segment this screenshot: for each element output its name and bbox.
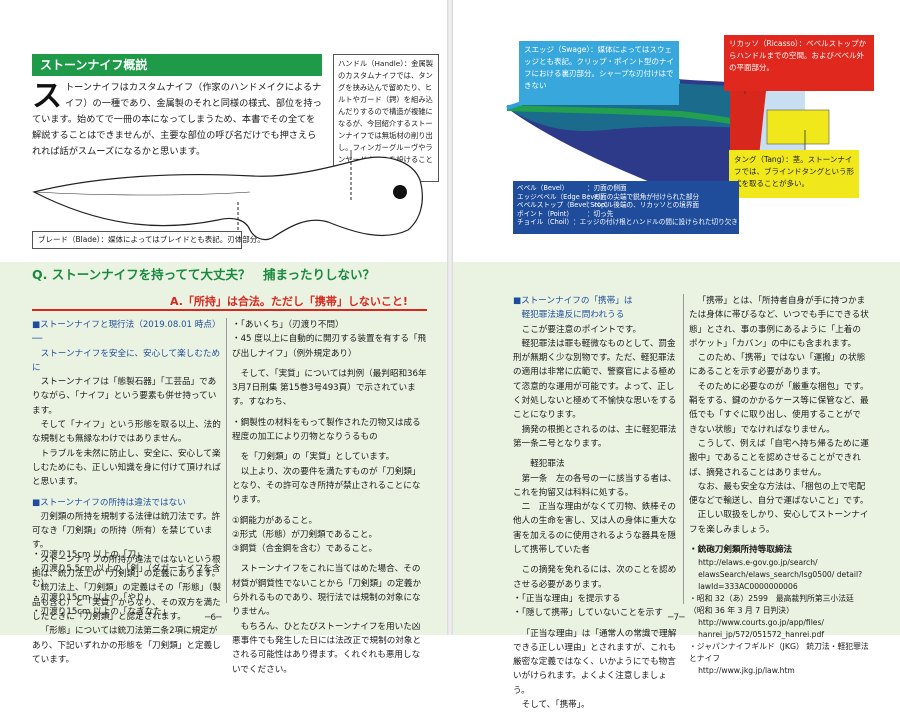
page-number-left: ─6─ [205, 613, 222, 623]
list-item: ・45 度以上に自動的に開刃する装置を有する「飛び出しナイフ」（例外規定あり） [232, 334, 427, 359]
term-row: エッジベベル（Edge Bevel）：刃面の尖端で鋭角が付けられた部分 [517, 192, 700, 201]
column-3: ■ストーンナイフの「携帯」は 軽犯罪法違反に問われうる ここが要注意のポイントで… [513, 294, 678, 712]
paragraph: こうして、例えば「自宅へ持ち帰るために運搬中」であることを認めさせることができれ… [689, 438, 869, 478]
ricasso-note: リカッソ（Ricasso）：ベベルストップからハンドルまでの空間。およびベベル外… [724, 35, 874, 91]
definition: ・鋼製性の材料をもって製作された刃物又は成る程度の加工により刃物となりうるもの [232, 417, 421, 443]
list-item: ・「正当な理由」を提示する [513, 593, 621, 604]
reference-link[interactable]: http://www.jkg.jp/law.htm [698, 666, 795, 676]
term-row: ベベル（Bevel）：刃面の側面 [517, 184, 627, 192]
paragraph: 「正当な理由」は「通常人の常識で理解できる正しい理由」とされますが、これも厳密な… [513, 628, 677, 696]
col3-subheading: 軽犯罪法違反に問われうる [521, 310, 625, 321]
column-1: ■ストーンナイフと現行法（2019.08.01 時点）── ストーンナイフを安全… [32, 318, 222, 667]
paragraph: このため、「携帯」ではない「運搬」の状態にあることを示す必要があります。 [689, 353, 866, 378]
paragraph: そのために必要なのが「厳重な梱包」です。鞘をする、鍵のかかるケース等に保管など、… [689, 381, 869, 435]
col1-subheading: ストーンナイフを安全に、安心して楽しむために [32, 348, 221, 373]
blade-length-list: ・刃渡り15cm 以上の「刀」 ・刃渡り5.5cm 以上の「剣」（ダガーナイフを… [32, 548, 222, 619]
list-item: ・刃渡り5.5cm 以上の「剣」（ダガーナイフを含む） [32, 564, 221, 589]
term-row: ベベルストップ（Bevel Stop）：ベベル後端の、リカッソとの境界面 [517, 201, 700, 210]
requirement: ②形式（形態）が刀剣類であること。 [232, 529, 378, 540]
paragraph: トラブルを未然に防止し、安全に、安心して楽しむためにも、正しい知識を身に付けて頂… [32, 448, 221, 488]
answer-underline [32, 309, 427, 311]
question-heading: Q. ストーンナイフを持ってて大丈夫？ 捕まったりしない？ [32, 267, 375, 282]
paragraph: 銃刀法上、「刀剣類」の定義はその「形態」（製品も含む）と「実質」からなり、その双… [32, 583, 222, 622]
blade-note: ブレード（Blade）：媒体によってはブレイドとも表記。刃体部分。 [32, 231, 265, 249]
column-divider [226, 318, 227, 603]
col3-heading: ■ストーンナイフの「携帯」は [513, 296, 633, 306]
terms-box: ベベル（Bevel）：刃面の側面 エッジベベル（Edge Bevel）：刃面の尖… [513, 181, 739, 234]
paragraph: ストーンナイフは「態製石器」「工芸品」でありながら、「ナイフ」という要素も併せ持… [32, 377, 217, 416]
paragraph: なお、最も安全な方法は、「梱包の上で宅配便などで輸送し、自分で運ばないこと」です… [689, 481, 869, 507]
lead-text: トーンナイフはカスタムナイフ（作家のハンドメイクによるナイフ）の一種であり、金属… [32, 82, 322, 157]
paragraph: 以上より、次の要件を満たすものが「刀剣類」となり、その許可なき所持が禁止されるこ… [232, 466, 421, 506]
law-heading: 軽犯罪法 [530, 459, 565, 470]
page-number-right: ─7─ [668, 613, 685, 623]
paragraph: 正しい取扱をしかり、安心してストーンナイフを楽しみましょう。 [689, 510, 869, 535]
paragraph: ストーンナイフの所持が違法ではないという根拠は、銃刀法上の「刀剣類」の定義にあり… [32, 554, 221, 580]
requirement: ①鋼能力があること。 [232, 515, 318, 526]
lanyard-hole [393, 185, 407, 199]
col1-heading: ■ストーンナイフと現行法（2019.08.01 時点）── [32, 320, 221, 345]
paragraph: 軽犯罪法は罪も軽微なものとして、罰金刑が無期く少な別物です。ただ、軽犯罪法の適用… [513, 338, 677, 421]
paragraph: この摘発を免れるには、次のことを認めさせる必要があります。 [513, 565, 677, 590]
paragraph: もちろん、ひとたびストーンナイフを用いた凶悪事件でも発生した日には法改正で規制の… [232, 621, 422, 675]
column-divider [683, 294, 684, 604]
column-2: ・「あいくち」（刃渡り不問） ・45 度以上に自動的に開刃する装置を有する「飛び… [232, 318, 427, 677]
term-row: チョイル（Choil）：エッジの付け根とハンドルの間に設けられた切り欠き [517, 218, 738, 227]
page-gutter-lower [447, 262, 453, 635]
paragraph: そして、「携帯」。 [521, 700, 590, 711]
paragraph: 二 正当な理由がなくて刃物、鉄棒その他人の生命を害し、又は人の身体に重大な害を加… [513, 502, 677, 556]
list-item: ・刃渡り15cm 以上の「刀」 [32, 550, 145, 560]
paragraph: ストーンナイフをこれに当てはめた場合、その材質が鋼質性でないことから「刀剣類」の… [232, 564, 422, 618]
term-row: ポイント（Point）：切っ先 [517, 209, 614, 218]
reference-link[interactable]: http://www.courts.go.jp/app/files/ hanre… [698, 618, 824, 640]
drop-cap: ス [32, 79, 62, 114]
paragraph: 第一条 左の各号の一に該当する者は、これを拘留又は科料に処する。 [513, 473, 677, 498]
list-item: ・「隠して携帯」していないことを示す [513, 608, 663, 619]
paragraph: そして「ナイフ」という形態を取る以上、法的な規制とも無縁なわけではありません。 [32, 420, 221, 445]
list-item: ・刃渡り15cm 以上の「やり」 [32, 592, 154, 603]
swage-note: スエッジ（Swage）：媒体によってはスウェッジとも表記。クリップ・ポイント型の… [519, 41, 679, 105]
lead-paragraph: ス トーンナイフはカスタムナイフ（作家のハンドメイクによるナイフ）の一種であり、… [32, 80, 324, 160]
column-4: 「携帯」とは、「所持者自身が手に持つかまたは身体に帯びるなど、いつでも手にできる… [689, 294, 869, 677]
reference-link[interactable]: http://elaws.e-gov.go.jp/search/ elawsSe… [698, 558, 863, 592]
paragraph: 摘発の根拠とされるのは、主に軽犯罪法第一条二号となります。 [513, 424, 677, 449]
knife-outline-illustration [32, 150, 423, 241]
list-item: ・刃渡り15cm 以上の「なぎなた」 [32, 607, 171, 618]
section-title: ストーンナイフ概説 [32, 54, 322, 76]
paragraph: 刃剣類の所持を規制する法律は銃刀法です。許可なき「刀剣類」の所持（所有）を禁じて… [32, 511, 221, 551]
answer-heading: A.「所持」は合法。ただし「携帯」しないこと! [170, 295, 408, 308]
tang-note: タング（Tang）：茎。ストーンナイフでは、ブラインドタングという形式を取ること… [729, 150, 859, 198]
requirement: ③鋼質（合金鋼を含む）であること。 [232, 544, 378, 555]
reference-title: ・銃砲刀剣類所持等取締法 [689, 545, 793, 556]
list-item: ・「あいくち」（刃渡り不問） [232, 320, 344, 330]
reference-guild: ・ジャパンナイフギルド（JKG） 銃刀法・軽犯罪法とナイフ [689, 642, 869, 664]
paragraph: ここが要注意のポイントです。 [521, 324, 642, 335]
paragraph: 「携帯」とは、「所持者自身が手に持つかまたは身体に帯びるなど、いつでも手にできる… [689, 296, 869, 349]
paragraph: 「形態」については銃刀法第二条2項に規定があり、下記いずれかの形態を「刀剣類」と… [32, 626, 221, 665]
paragraph: を「刀剣類」の「実質」としています。 [240, 452, 395, 463]
reference-case: ・昭和 32（あ）2599 最高裁判所第三小法廷 （昭和 36 年 3 月 7 … [689, 594, 854, 616]
paragraph: そして、「実質」については判例（最判昭和36年3月7日刑集 第15巻3号493頁… [232, 368, 427, 408]
col1-heading-2: ■ストーンナイフの所持は違法ではない [32, 497, 186, 508]
